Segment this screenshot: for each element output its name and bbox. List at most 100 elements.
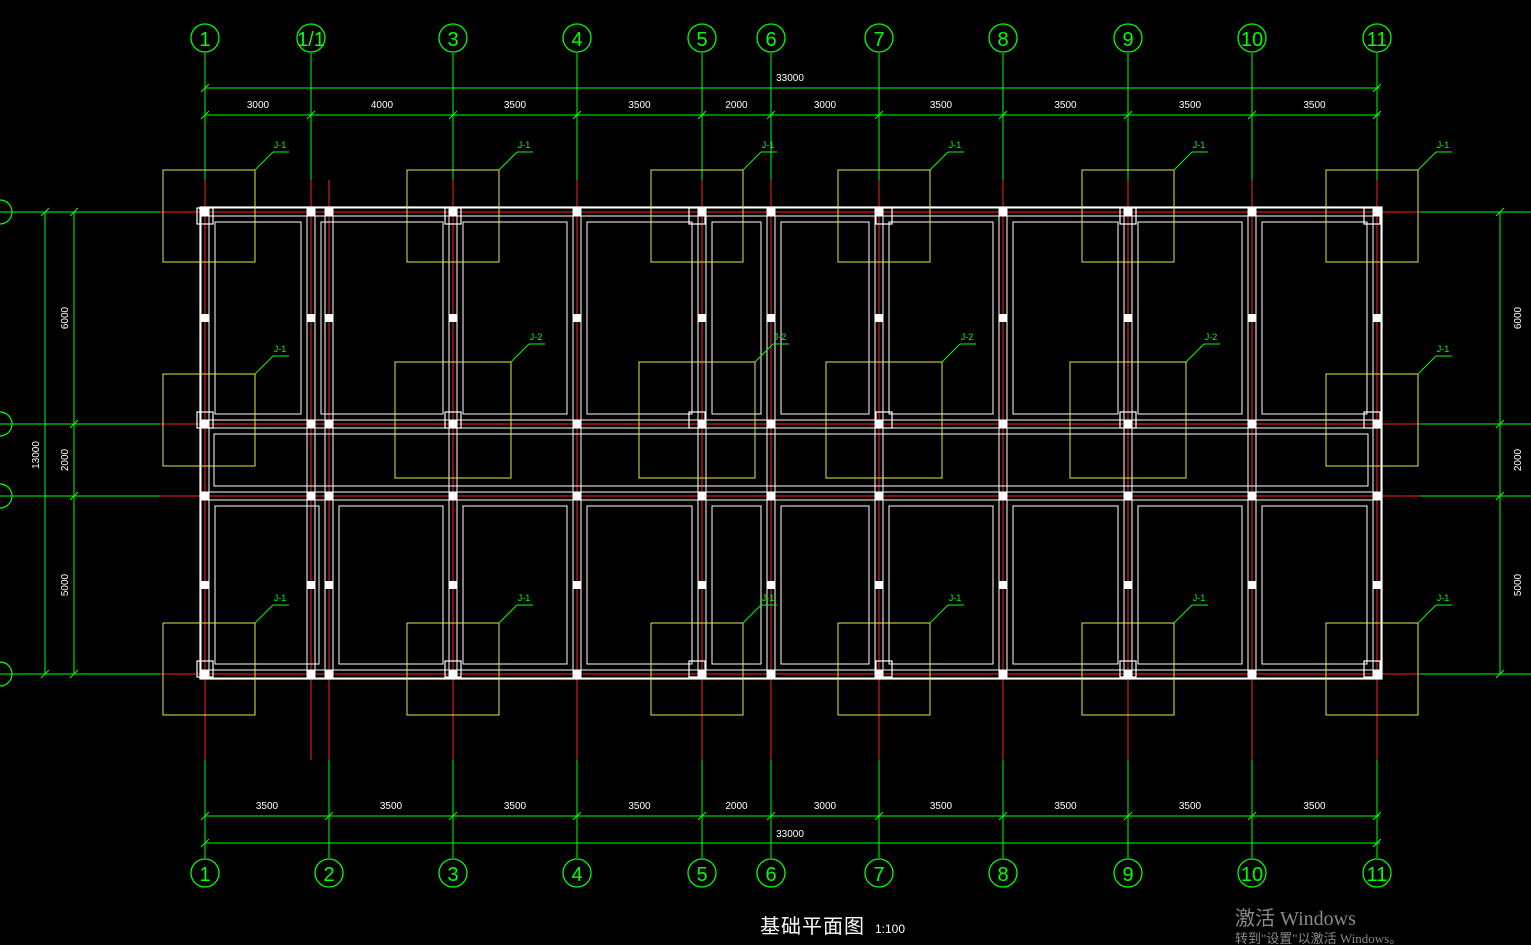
dim-text-top: 3500 <box>504 100 527 111</box>
axis-bubble-bottom <box>864 858 894 888</box>
dim-tick <box>1123 110 1133 120</box>
column <box>688 411 706 429</box>
beam-joint <box>201 208 209 216</box>
axis-bubble-bottom <box>1362 858 1392 888</box>
footing-j2 <box>394 361 512 479</box>
beam-joint <box>698 208 706 216</box>
column <box>196 411 214 429</box>
windows-activation-hint: 转到"设置"以激活 Windows。 <box>1235 931 1403 945</box>
beam-joint <box>698 670 706 678</box>
footing-j1 <box>1325 622 1419 716</box>
dim-text-bottom: 3500 <box>930 801 953 812</box>
beam-joint <box>201 314 209 322</box>
footing-j1 <box>162 169 256 263</box>
dim-text-right: 2000 <box>1513 448 1524 471</box>
footing-j2 <box>825 361 943 479</box>
dim-text-bottom: 3500 <box>1054 801 1077 812</box>
axis-label-bottom: 1 <box>199 864 210 886</box>
beam-joint <box>1124 314 1132 322</box>
axis-label-bottom: 5 <box>696 864 707 886</box>
column <box>1119 411 1137 429</box>
footing-tag: J-1 <box>1193 140 1206 150</box>
beam-joint <box>201 492 209 500</box>
footing-tag: J-1 <box>274 593 287 603</box>
beam-joint <box>698 314 706 322</box>
axis-bubble-bottom <box>1237 858 1267 888</box>
footing-leader <box>754 343 774 363</box>
dim-text-bottom: 3500 <box>380 801 403 812</box>
dim-tick <box>306 110 316 120</box>
room-outline-bottom <box>214 505 320 665</box>
room-outline-top <box>320 221 444 415</box>
room-outline-bottom <box>1261 505 1368 665</box>
beam-joint <box>1373 314 1381 322</box>
axis-bubble-bottom <box>314 858 344 888</box>
dim-tick <box>874 811 884 821</box>
footing-leader <box>498 151 518 171</box>
room-outline-bottom <box>1012 505 1119 665</box>
dim-tick <box>324 811 334 821</box>
axis-label-top: 7 <box>873 29 884 51</box>
footing-j1 <box>650 622 744 716</box>
column <box>1363 411 1381 429</box>
dim-tick <box>998 110 1008 120</box>
beam-joint <box>449 314 457 322</box>
beam-joint <box>573 208 581 216</box>
dim-text-top: 3000 <box>247 100 270 111</box>
room-outline-top <box>888 221 994 415</box>
footing-tag: J-1 <box>274 344 287 354</box>
axis-bubble-bottom <box>687 858 717 888</box>
axis-label-bottom: 11 <box>1367 864 1388 886</box>
column <box>1119 660 1137 678</box>
room-outline-bottom <box>780 505 870 665</box>
dim-tick <box>1372 811 1382 821</box>
axis-bubble-top <box>756 23 786 53</box>
footing-j1 <box>162 373 256 467</box>
axis-bubble-bottom <box>756 858 786 888</box>
beam-joint <box>307 314 315 322</box>
dim-tick <box>766 811 776 821</box>
dim-text-bottom: 3500 <box>256 801 279 812</box>
dim-text-top-total: 33000 <box>776 73 804 84</box>
beam-joint <box>1248 670 1256 678</box>
axis-bubble-row <box>0 199 13 225</box>
footing-tag: J-2 <box>774 332 787 342</box>
axis-bubble-row <box>0 661 13 687</box>
beam-joint <box>875 208 883 216</box>
beam-joint <box>875 314 883 322</box>
beam-joint <box>1248 581 1256 589</box>
beam-joint <box>325 492 333 500</box>
footing-tag: J-2 <box>530 332 543 342</box>
beam-joint <box>1124 420 1132 428</box>
dim-text-bottom: 3500 <box>504 801 527 812</box>
beam-joint <box>698 492 706 500</box>
dim-text-bottom: 3000 <box>814 801 837 812</box>
footing-leader <box>1173 604 1193 624</box>
room-outline-top <box>1261 221 1368 415</box>
beam-joint <box>325 420 333 428</box>
axis-bubble-top <box>687 23 717 53</box>
dim-text-left: 2000 <box>60 448 71 471</box>
beam-joint <box>449 670 457 678</box>
dim-text-top: 4000 <box>371 100 394 111</box>
footing-j1 <box>406 622 500 716</box>
dim-tick <box>1372 83 1382 93</box>
beam-joint <box>999 492 1007 500</box>
axis-bubble-top <box>190 23 220 53</box>
axis-bubble-row <box>0 411 13 437</box>
axis-bubble-top <box>1237 23 1267 53</box>
foundation-outline <box>199 206 1383 680</box>
room-outline-top <box>462 221 568 415</box>
beam-joint <box>449 420 457 428</box>
footing-tag: J-1 <box>1437 140 1450 150</box>
beam-joint <box>767 670 775 678</box>
beam-joint <box>1373 492 1381 500</box>
axis-bubble-bottom <box>562 858 592 888</box>
column <box>688 660 706 678</box>
dim-tick <box>40 207 50 217</box>
dim-text-top: 3000 <box>814 100 837 111</box>
axis-label-top: 1 <box>199 29 210 51</box>
beam-joint <box>875 670 883 678</box>
